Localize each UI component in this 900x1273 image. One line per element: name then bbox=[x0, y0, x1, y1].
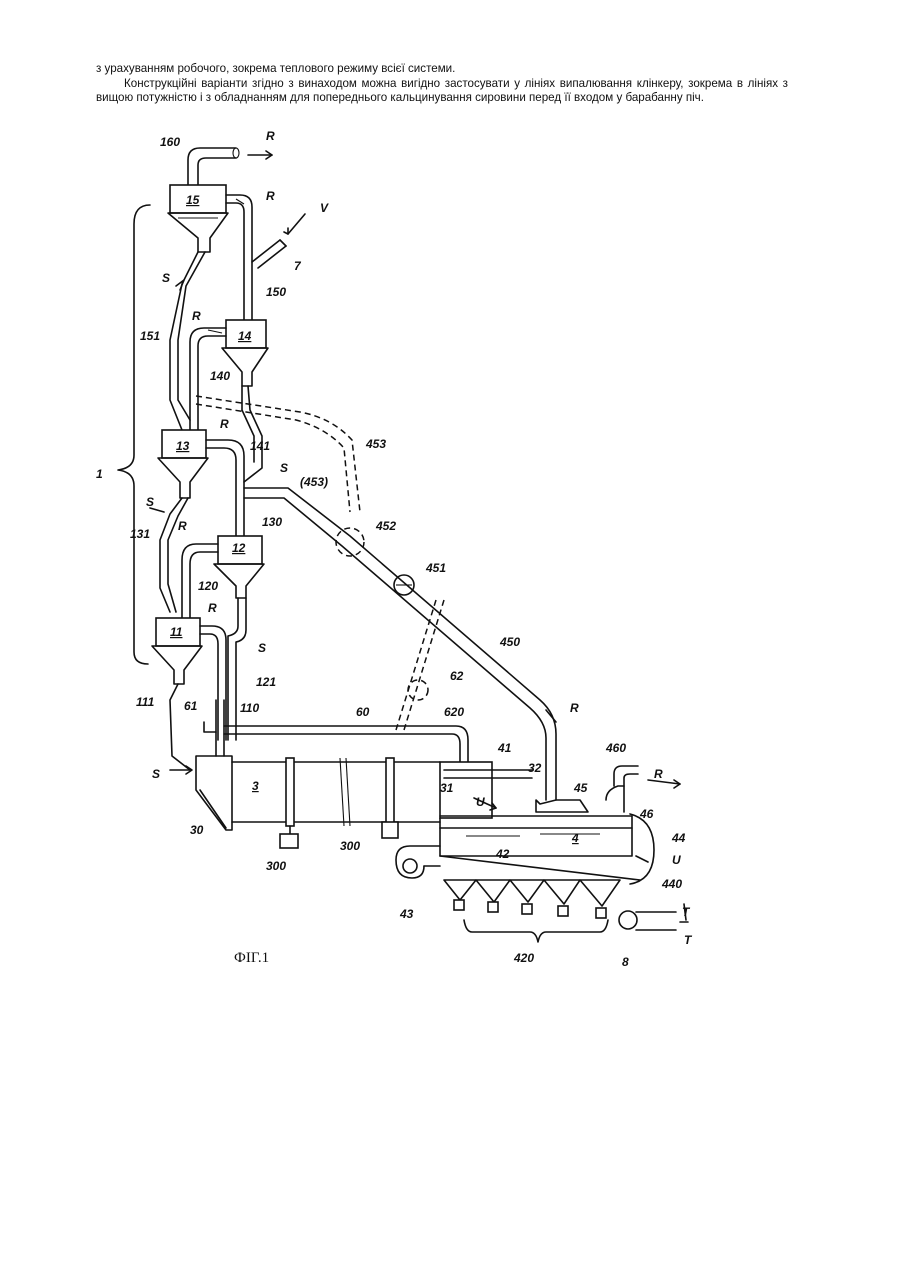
label-451: 451 bbox=[425, 561, 446, 575]
label-r3: R bbox=[192, 309, 201, 323]
label-4: 4 bbox=[571, 831, 579, 845]
label-13: 13 bbox=[176, 439, 190, 453]
label-121: 121 bbox=[256, 675, 276, 689]
label-450: 450 bbox=[499, 635, 520, 649]
fan-43 bbox=[396, 846, 440, 878]
label-460: 460 bbox=[605, 741, 626, 755]
valve-620 bbox=[408, 680, 428, 700]
label-41: 41 bbox=[497, 741, 512, 755]
cyclone-11 bbox=[152, 618, 226, 740]
label-r2: R bbox=[266, 189, 275, 203]
label-s1: S bbox=[162, 271, 170, 285]
label-61: 61 bbox=[184, 699, 198, 713]
arrow-s1 bbox=[176, 280, 184, 290]
dashed-line-453 bbox=[196, 396, 360, 512]
label-1: 1 bbox=[96, 467, 103, 481]
label-111: 111 bbox=[136, 695, 155, 709]
pipe-61 bbox=[204, 722, 216, 732]
inlet-chamber-30 bbox=[196, 756, 232, 830]
label-42: 42 bbox=[495, 847, 510, 861]
label-v: V bbox=[320, 201, 329, 215]
rotary-kiln-3 bbox=[232, 758, 440, 848]
label-60: 60 bbox=[356, 705, 370, 719]
label-32: 32 bbox=[528, 761, 542, 775]
label-14: 14 bbox=[238, 329, 252, 343]
label-131: 131 bbox=[130, 527, 150, 541]
label-7: 7 bbox=[294, 259, 302, 273]
kiln-hood-31 bbox=[440, 762, 532, 818]
label-160: 160 bbox=[160, 135, 180, 149]
label-130: 130 bbox=[262, 515, 282, 529]
label-453: 453 bbox=[365, 437, 386, 451]
label-31: 31 bbox=[440, 781, 454, 795]
figure-caption: ФІГ.1 bbox=[234, 950, 269, 966]
label-620: 620 bbox=[444, 705, 464, 719]
label-t1: T bbox=[682, 905, 691, 919]
label-46: 46 bbox=[639, 807, 654, 821]
cyclone-13 bbox=[158, 430, 244, 540]
label-11: 11 bbox=[170, 625, 183, 639]
label-110: 110 bbox=[240, 701, 259, 715]
cyclone-15 bbox=[168, 185, 252, 320]
label-r5: R bbox=[178, 519, 187, 533]
hoppers-420 bbox=[444, 880, 620, 942]
label-453b: (453) bbox=[300, 475, 328, 489]
label-30: 30 bbox=[190, 823, 204, 837]
label-120: 120 bbox=[198, 579, 218, 593]
exhaust-pipe-160 bbox=[188, 148, 272, 185]
label-44: 44 bbox=[671, 831, 686, 845]
label-r8: R bbox=[654, 767, 663, 781]
line-111 bbox=[170, 684, 190, 770]
label-141: 141 bbox=[250, 439, 270, 453]
label-s3: S bbox=[146, 495, 154, 509]
label-u1: U bbox=[476, 795, 485, 809]
label-140: 140 bbox=[210, 369, 230, 383]
label-s4: S bbox=[258, 641, 266, 655]
label-300a: 300 bbox=[266, 859, 286, 873]
label-440: 440 bbox=[661, 877, 682, 891]
riser-s-15b bbox=[170, 252, 198, 430]
label-s2: S bbox=[280, 461, 288, 475]
label-r1: R bbox=[266, 129, 275, 143]
label-12: 12 bbox=[232, 541, 246, 555]
conveyor-8 bbox=[619, 904, 688, 930]
label-62: 62 bbox=[450, 669, 464, 683]
line-131b bbox=[168, 498, 188, 612]
label-t2: T bbox=[684, 933, 693, 947]
label-15: 15 bbox=[186, 193, 200, 207]
label-r4: R bbox=[220, 417, 229, 431]
label-45: 45 bbox=[573, 781, 588, 795]
label-43: 43 bbox=[399, 907, 414, 921]
label-3: 3 bbox=[252, 779, 259, 793]
duct-60b bbox=[224, 734, 460, 764]
label-300b: 300 bbox=[340, 839, 360, 853]
dashed-line-62b bbox=[396, 600, 436, 730]
cyclone-12 bbox=[182, 536, 264, 618]
dashed-line-62 bbox=[404, 600, 444, 730]
label-r7: R bbox=[570, 701, 579, 715]
label-150: 150 bbox=[266, 285, 286, 299]
label-420: 420 bbox=[513, 951, 534, 965]
label-s5: S bbox=[152, 767, 160, 781]
label-151: 151 bbox=[140, 329, 160, 343]
brace-1 bbox=[118, 205, 150, 664]
label-r6: R bbox=[208, 601, 217, 615]
label-452: 452 bbox=[375, 519, 396, 533]
label-8: 8 bbox=[622, 955, 629, 969]
label-u2: U bbox=[672, 853, 681, 867]
